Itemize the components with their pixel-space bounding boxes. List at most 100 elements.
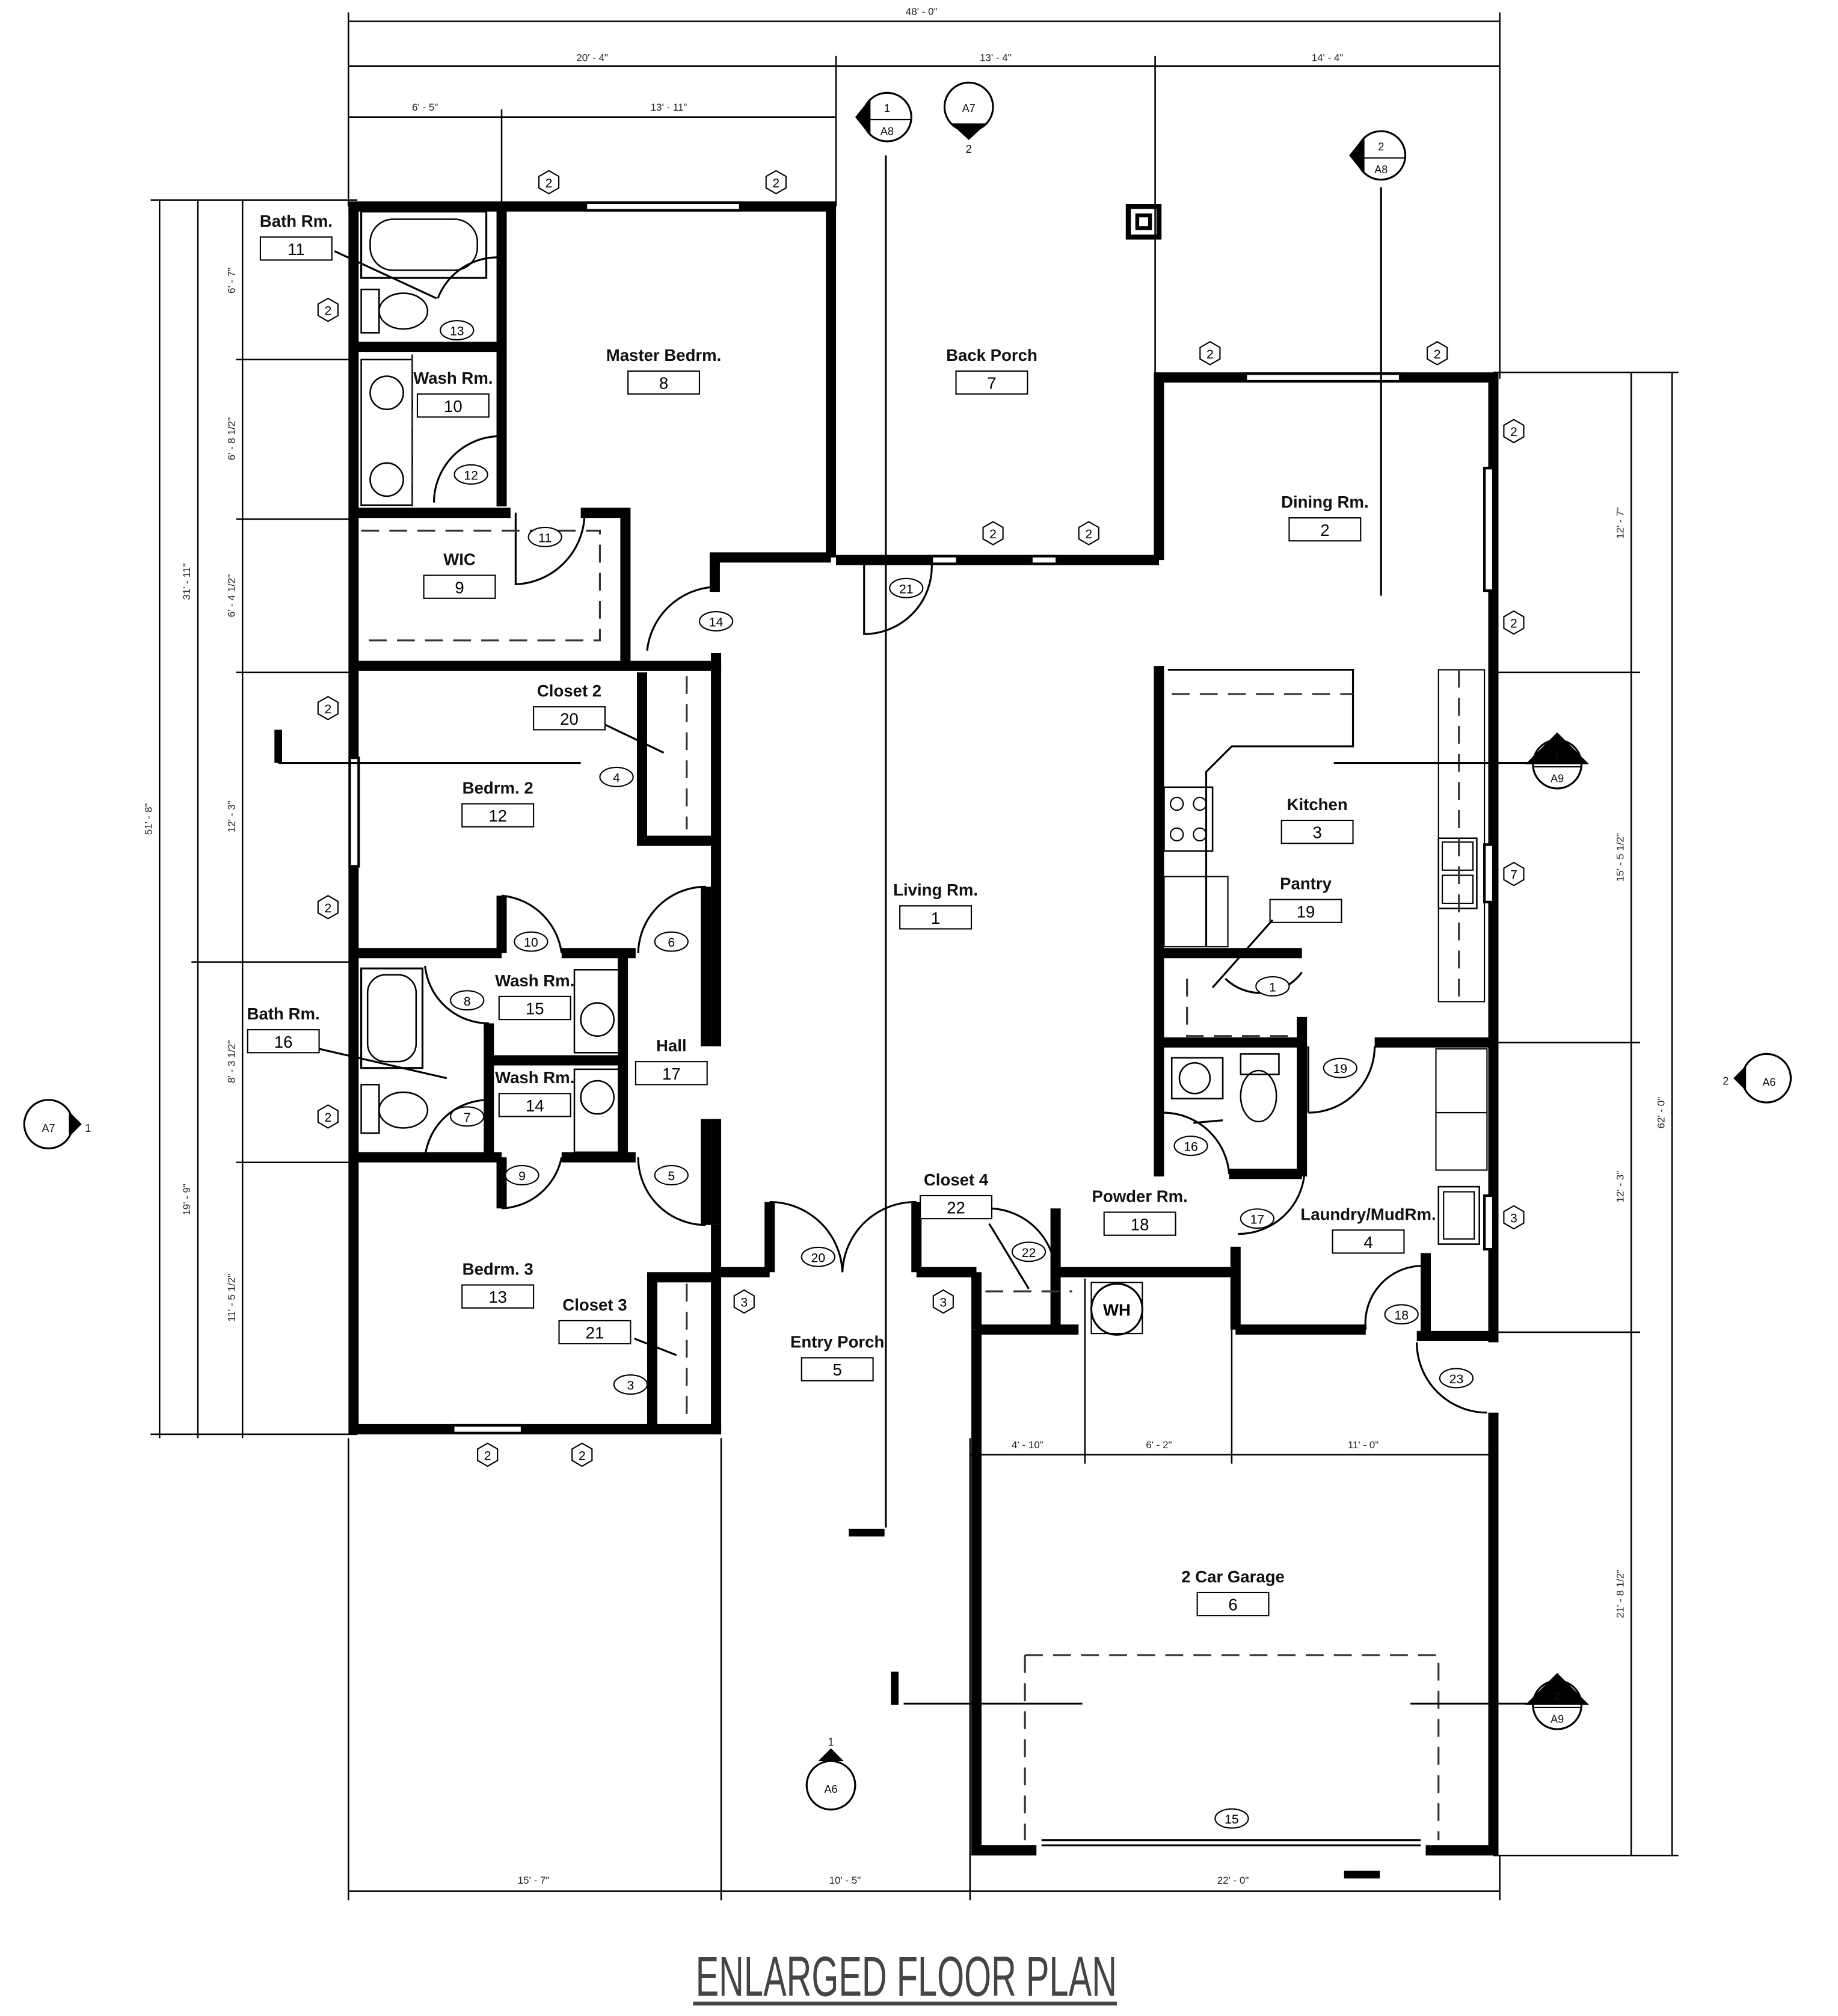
- dim-right-overall: 62' - 0": [1655, 1097, 1667, 1129]
- door-tag-text: 13: [450, 325, 464, 339]
- window-tag-text: 3: [1510, 1212, 1517, 1226]
- room-label: Closet 321: [558, 1295, 632, 1345]
- dim-left-upper: 31' - 11": [181, 564, 192, 600]
- door-tag: 7: [450, 1106, 485, 1127]
- window-tag: 3: [1503, 1205, 1525, 1230]
- room-number: 20: [560, 710, 579, 728]
- room-number-box: [1269, 899, 1342, 923]
- room-label: Wash Rm.15: [495, 971, 574, 1021]
- svg-text:1: 1: [884, 102, 890, 114]
- section-markers: 1 A8 A7 2 2 A8 1 A9 2 A6: [23, 81, 1792, 1811]
- room-name: Wash Rm.: [413, 369, 493, 387]
- room-number-box: [416, 393, 490, 418]
- section-marker-a6-right: 2 A6: [1723, 1053, 1792, 1104]
- svg-text:A8: A8: [881, 125, 894, 137]
- room-number-box: [801, 1357, 874, 1381]
- svg-text:ENLARGED FLOOR PLAN: ENLARGED FLOOR PLAN: [696, 1945, 1117, 2008]
- dim-bottom-3: 22' - 0": [1217, 1875, 1249, 1886]
- room-number: 17: [662, 1065, 681, 1083]
- dim-left-1: 6' - 7": [226, 268, 237, 293]
- room-number-box: [1196, 1591, 1270, 1617]
- window-tag: 2: [538, 170, 560, 195]
- dim-top-master: 13' - 11": [651, 102, 687, 113]
- section-marker-a8-top: 1 A8: [855, 91, 912, 143]
- door-tag: 20: [801, 1246, 835, 1267]
- dim-right-2: 15' - 5 1/2": [1614, 833, 1626, 882]
- room-label: Wash Rm. 14: [495, 1068, 574, 1117]
- room-number: 8: [659, 374, 668, 393]
- room-name: Bath Rm.: [260, 212, 333, 230]
- svg-text:A6: A6: [825, 1783, 838, 1795]
- svg-text:1: 1: [828, 1736, 834, 1748]
- room-number-box: [955, 370, 1028, 395]
- door-tag-text: 15: [1225, 1813, 1239, 1827]
- window-tag: 7: [1503, 861, 1525, 887]
- fixtures: WH: [360, 211, 1488, 1336]
- window-tag: 2: [1427, 340, 1448, 366]
- room-name: Wash Rm.: [495, 1068, 574, 1087]
- svg-text:1: 1: [1554, 749, 1560, 761]
- room-number: 15: [526, 1000, 544, 1018]
- room-number-box: [1288, 517, 1362, 542]
- room-label: Laundry/MudRm.4: [1300, 1205, 1436, 1254]
- window-tag-text: 2: [325, 1111, 332, 1125]
- door-swings: [424, 256, 1487, 1414]
- window-tag: 2: [317, 695, 339, 721]
- door-tag: 11: [527, 526, 562, 547]
- section-marker-a9-upper: 1 A9: [1525, 732, 1590, 790]
- room-name: Living Rm.: [893, 880, 978, 899]
- door-tag-text: 4: [613, 771, 620, 785]
- dimension-lines: [150, 12, 1679, 1901]
- room-number: 1: [931, 909, 940, 927]
- room-label: Closet 220: [533, 681, 606, 731]
- room-number: 18: [1131, 1215, 1149, 1234]
- door-tag-text: 10: [524, 936, 538, 950]
- dim-garage-1: 4' - 10": [1012, 1439, 1043, 1451]
- window-tag-text: 2: [325, 902, 332, 915]
- door-tag-text: 9: [518, 1170, 526, 1184]
- window-tag-text: 2: [546, 176, 553, 190]
- window-tag: 2: [1078, 521, 1099, 545]
- room-number: 14: [526, 1096, 544, 1115]
- window-tag: 2: [571, 1442, 593, 1467]
- window-tag-text: 2: [1085, 527, 1092, 541]
- room-number: 7: [987, 374, 996, 393]
- room-number-box: [899, 905, 973, 930]
- room-label: Powder Rm.18: [1092, 1187, 1188, 1236]
- room-number: 9: [455, 578, 464, 597]
- door-tag-text: 20: [811, 1251, 826, 1265]
- walls: [348, 201, 1499, 1856]
- dim-right-3: 12' - 3": [1614, 1171, 1626, 1203]
- room-number-box: [558, 1320, 632, 1345]
- window-tag: 2: [477, 1442, 499, 1467]
- section-marker-a8-right: 2 A8: [1349, 130, 1407, 181]
- section-lines: [274, 155, 1532, 1879]
- room-label: Bedrm. 212: [461, 778, 535, 828]
- dim-bottom-2: 10' - 5": [829, 1875, 861, 1886]
- room-number-box: [635, 1061, 708, 1086]
- room-number: 16: [274, 1033, 293, 1051]
- room-number-box: [423, 574, 496, 599]
- door-tag-text: 21: [899, 582, 914, 596]
- room-number-box: [1280, 819, 1354, 844]
- dim-top-mid: 13' - 4": [980, 52, 1012, 63]
- room-number-box: [920, 1194, 993, 1220]
- door-tag-text: 14: [709, 615, 724, 629]
- window-tag-text: 7: [1510, 868, 1517, 882]
- door-tag-text: 3: [627, 1379, 634, 1393]
- dim-left-2: 6' - 8 1/2": [226, 417, 237, 461]
- door-tag-text: 8: [464, 995, 471, 1009]
- dim-top-right: 14' - 4": [1312, 52, 1344, 63]
- section-marker-a9-lower: 2 A9: [1525, 1673, 1590, 1730]
- svg-text:A8: A8: [1374, 164, 1388, 176]
- svg-text:A9: A9: [1551, 1713, 1564, 1725]
- svg-text:2: 2: [1723, 1075, 1729, 1087]
- door-tag-text: 19: [1333, 1062, 1348, 1076]
- dim-left-3: 6' - 4 1/2": [226, 574, 237, 618]
